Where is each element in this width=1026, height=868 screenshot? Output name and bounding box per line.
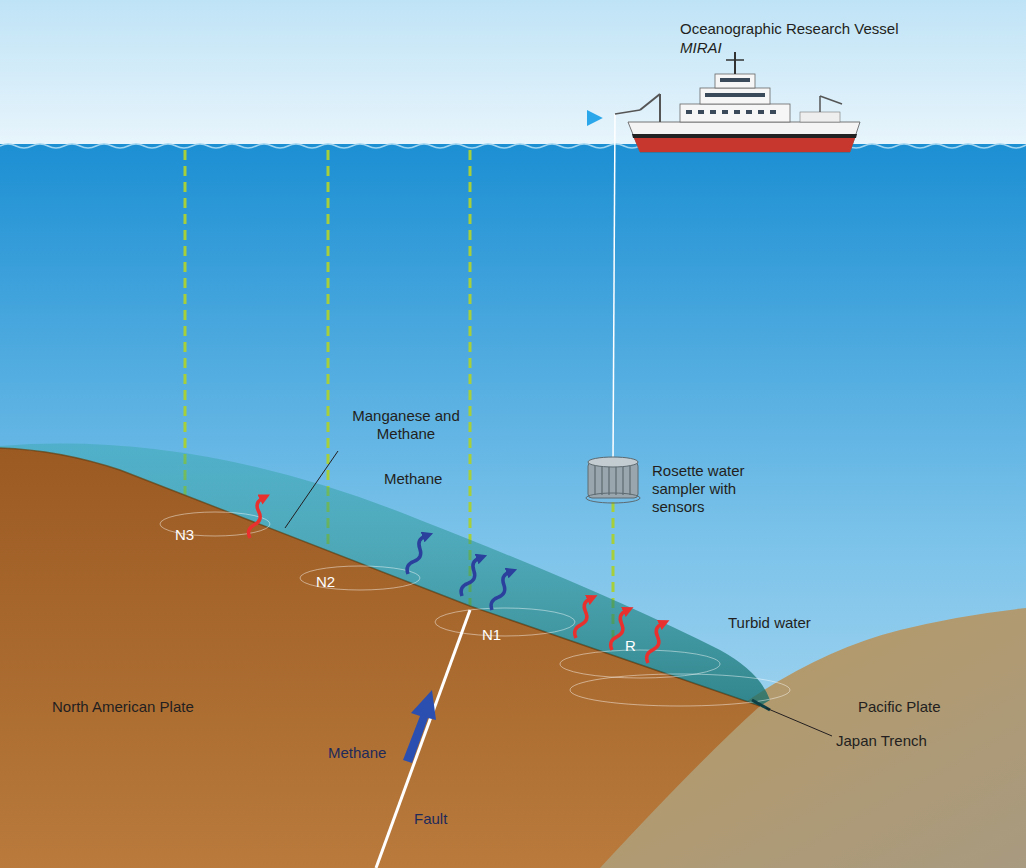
plate-label: Pacific Plate <box>858 698 941 716</box>
trench-label: Japan Trench <box>836 732 927 750</box>
substance-label: Methane <box>384 470 442 488</box>
station-label: N2 <box>316 573 335 591</box>
fault-label: Fault <box>414 810 447 828</box>
instrument-label: Rosette water sampler with sensors <box>652 462 764 516</box>
substance-label: Methane <box>328 744 386 762</box>
station-label: R <box>625 637 636 655</box>
station-label: N3 <box>175 526 194 544</box>
substance-label: Manganese and Methane <box>346 407 466 443</box>
vessel-name: MIRAI <box>680 39 722 57</box>
plate-label: North American Plate <box>52 698 194 716</box>
vessel-name: Oceanographic Research Vessel <box>680 20 898 38</box>
station-label: N1 <box>482 626 501 644</box>
water-label: Turbid water <box>728 614 811 632</box>
